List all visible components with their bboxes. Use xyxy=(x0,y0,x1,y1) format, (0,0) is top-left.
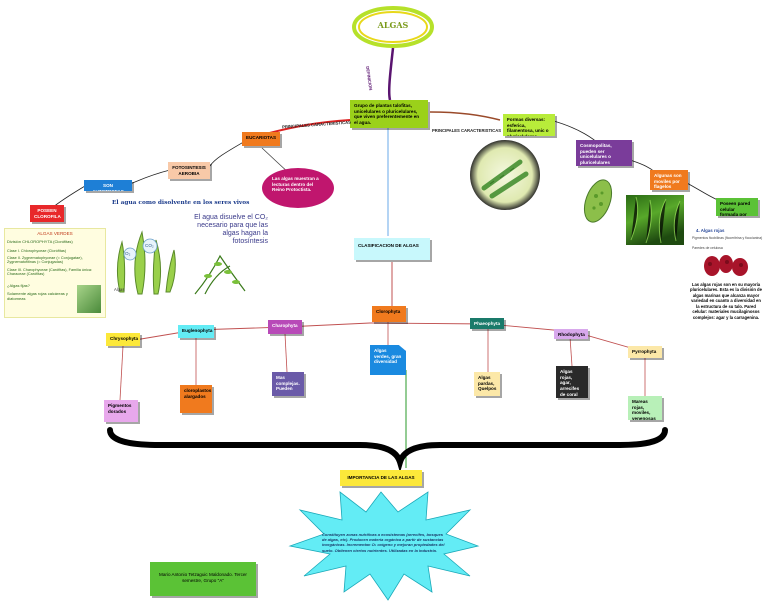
microscope-image xyxy=(470,140,540,210)
principales-right-label: PRINCIPALES CARACTERISTICAS xyxy=(432,128,502,133)
mas-complejas-note: Mas complejas. Pueden xyxy=(272,372,304,396)
autotrofas-box: SON AUTOTROFAS xyxy=(84,180,132,191)
algas-verdes-clase3: Clase III. Charophyceae (Carófitas), Fam… xyxy=(7,268,93,276)
algas-verdes-clase2: Clase II. Zygnematophyceae (= Conjugatae… xyxy=(7,256,83,264)
importancia-box: IMPORTANCIA DE LAS ALGAS xyxy=(340,470,422,486)
diatom-photo xyxy=(77,285,101,313)
author-box: Mario Antonio Tetzaguic Maldonado. Terce… xyxy=(150,562,256,596)
line-orange-green xyxy=(684,181,719,201)
pigmentos-note: Pigmentos dorados xyxy=(104,400,138,422)
phaeophyta-box: Phaeophyta xyxy=(470,318,504,329)
orange-box: Algunas son moviles por flagelos xyxy=(650,170,688,190)
curve-right xyxy=(429,111,501,121)
algas-rojas-note: Algas rojas, agar, arrecifes de coral xyxy=(556,366,588,398)
algas-label: Algas xyxy=(114,287,125,292)
clorophyta-box: Clorophyta xyxy=(372,306,406,322)
charophyta-box: Charophyta xyxy=(268,320,302,334)
eucariotas-box: EUCARIOTAS xyxy=(242,132,280,146)
mareas-note: Mareas rojas, moviles, venenosas xyxy=(628,396,662,420)
algas-rojas-text: Las algas rojas son en su mayoría pluric… xyxy=(690,282,762,320)
red-algae-image xyxy=(700,252,750,280)
algas-verdes-clase1: Clase I. Chlorophyceae (Clorófitas) xyxy=(7,249,67,253)
green-algae-sprig xyxy=(190,246,250,296)
magenta-note: Las algas muestran a lecturas dentro del… xyxy=(262,168,334,208)
fotosintesis-box: FOTOSINTESIS AEROBIA xyxy=(168,162,210,179)
green-algae-photo xyxy=(626,195,684,245)
water-text: El agua disuelve el CO₂ necesario para q… xyxy=(194,214,268,246)
o2-label: O₂ xyxy=(125,251,131,256)
definition-box: Grupo de plantas talofitas, unicelulares… xyxy=(350,100,428,128)
algas-pardas-note: Algas pardas, Quelpos xyxy=(474,372,500,396)
rhodophyta-box: Rhodophyta xyxy=(554,329,588,339)
starburst-shape xyxy=(288,491,480,601)
algas-rojas-bullet-1: Pigmentos ficobilinas (ficoeritrina y fi… xyxy=(692,236,763,240)
algas-verdes-habitat-a: Solamente algas rojas calcáreas y diatom… xyxy=(7,291,68,301)
chrysophyta-box: Chrysophyta xyxy=(106,333,140,346)
water-heading: El agua como disolvente en los seres viv… xyxy=(112,200,250,206)
euglenophyta-box: Euglenophyta xyxy=(178,325,214,338)
importancia-text: Constituyen zonas nutritivas a ecosistem… xyxy=(322,532,445,553)
pyrrophyta-box: Pyrrophyta xyxy=(628,346,662,358)
curly-brace xyxy=(107,427,668,473)
algas-verdes-habitat-q: ¿Algas fijas? xyxy=(7,283,30,288)
trunk-line xyxy=(387,47,395,101)
green-box: Poseen pared celular formada por celulos… xyxy=(716,198,758,216)
algas-verdes-division: División CHLOROPHYTA (Clorófitas) xyxy=(7,239,73,244)
euglena-image xyxy=(578,176,618,226)
algas-verdes-panel: ALGAS VERDES División CHLOROPHYTA (Cloró… xyxy=(4,228,106,318)
title-ellipse: ALGAS xyxy=(352,6,434,48)
algas-rojas-bullet-2: Paredes de celulosa xyxy=(692,246,723,250)
line-fotosintesis-autotrofas xyxy=(129,169,171,185)
algas-verdes-note: Algas verdes, gran diversidad xyxy=(370,345,406,375)
cloroplastos-note: cloroplastos alargados xyxy=(180,385,212,413)
algae-illustration: O₂ CO₂ Algas xyxy=(108,212,186,296)
algas-verdes-title: ALGAS VERDES xyxy=(37,231,73,236)
co2-label: CO₂ xyxy=(145,243,154,248)
title-text: ALGAS xyxy=(377,20,409,30)
formas-box: Formas diversas: esferica, filamentosa, … xyxy=(503,114,555,136)
cosmopolitas-box: Cosmopolitas, pueden ser unicelulares o … xyxy=(576,140,632,166)
clasificacion-box: CLASIFICACION DE ALGAS xyxy=(354,238,430,260)
clorofila-box: POSEEN CLOROFILA xyxy=(30,205,64,222)
algas-rojas-title: 4. Algas rojas xyxy=(696,228,725,233)
